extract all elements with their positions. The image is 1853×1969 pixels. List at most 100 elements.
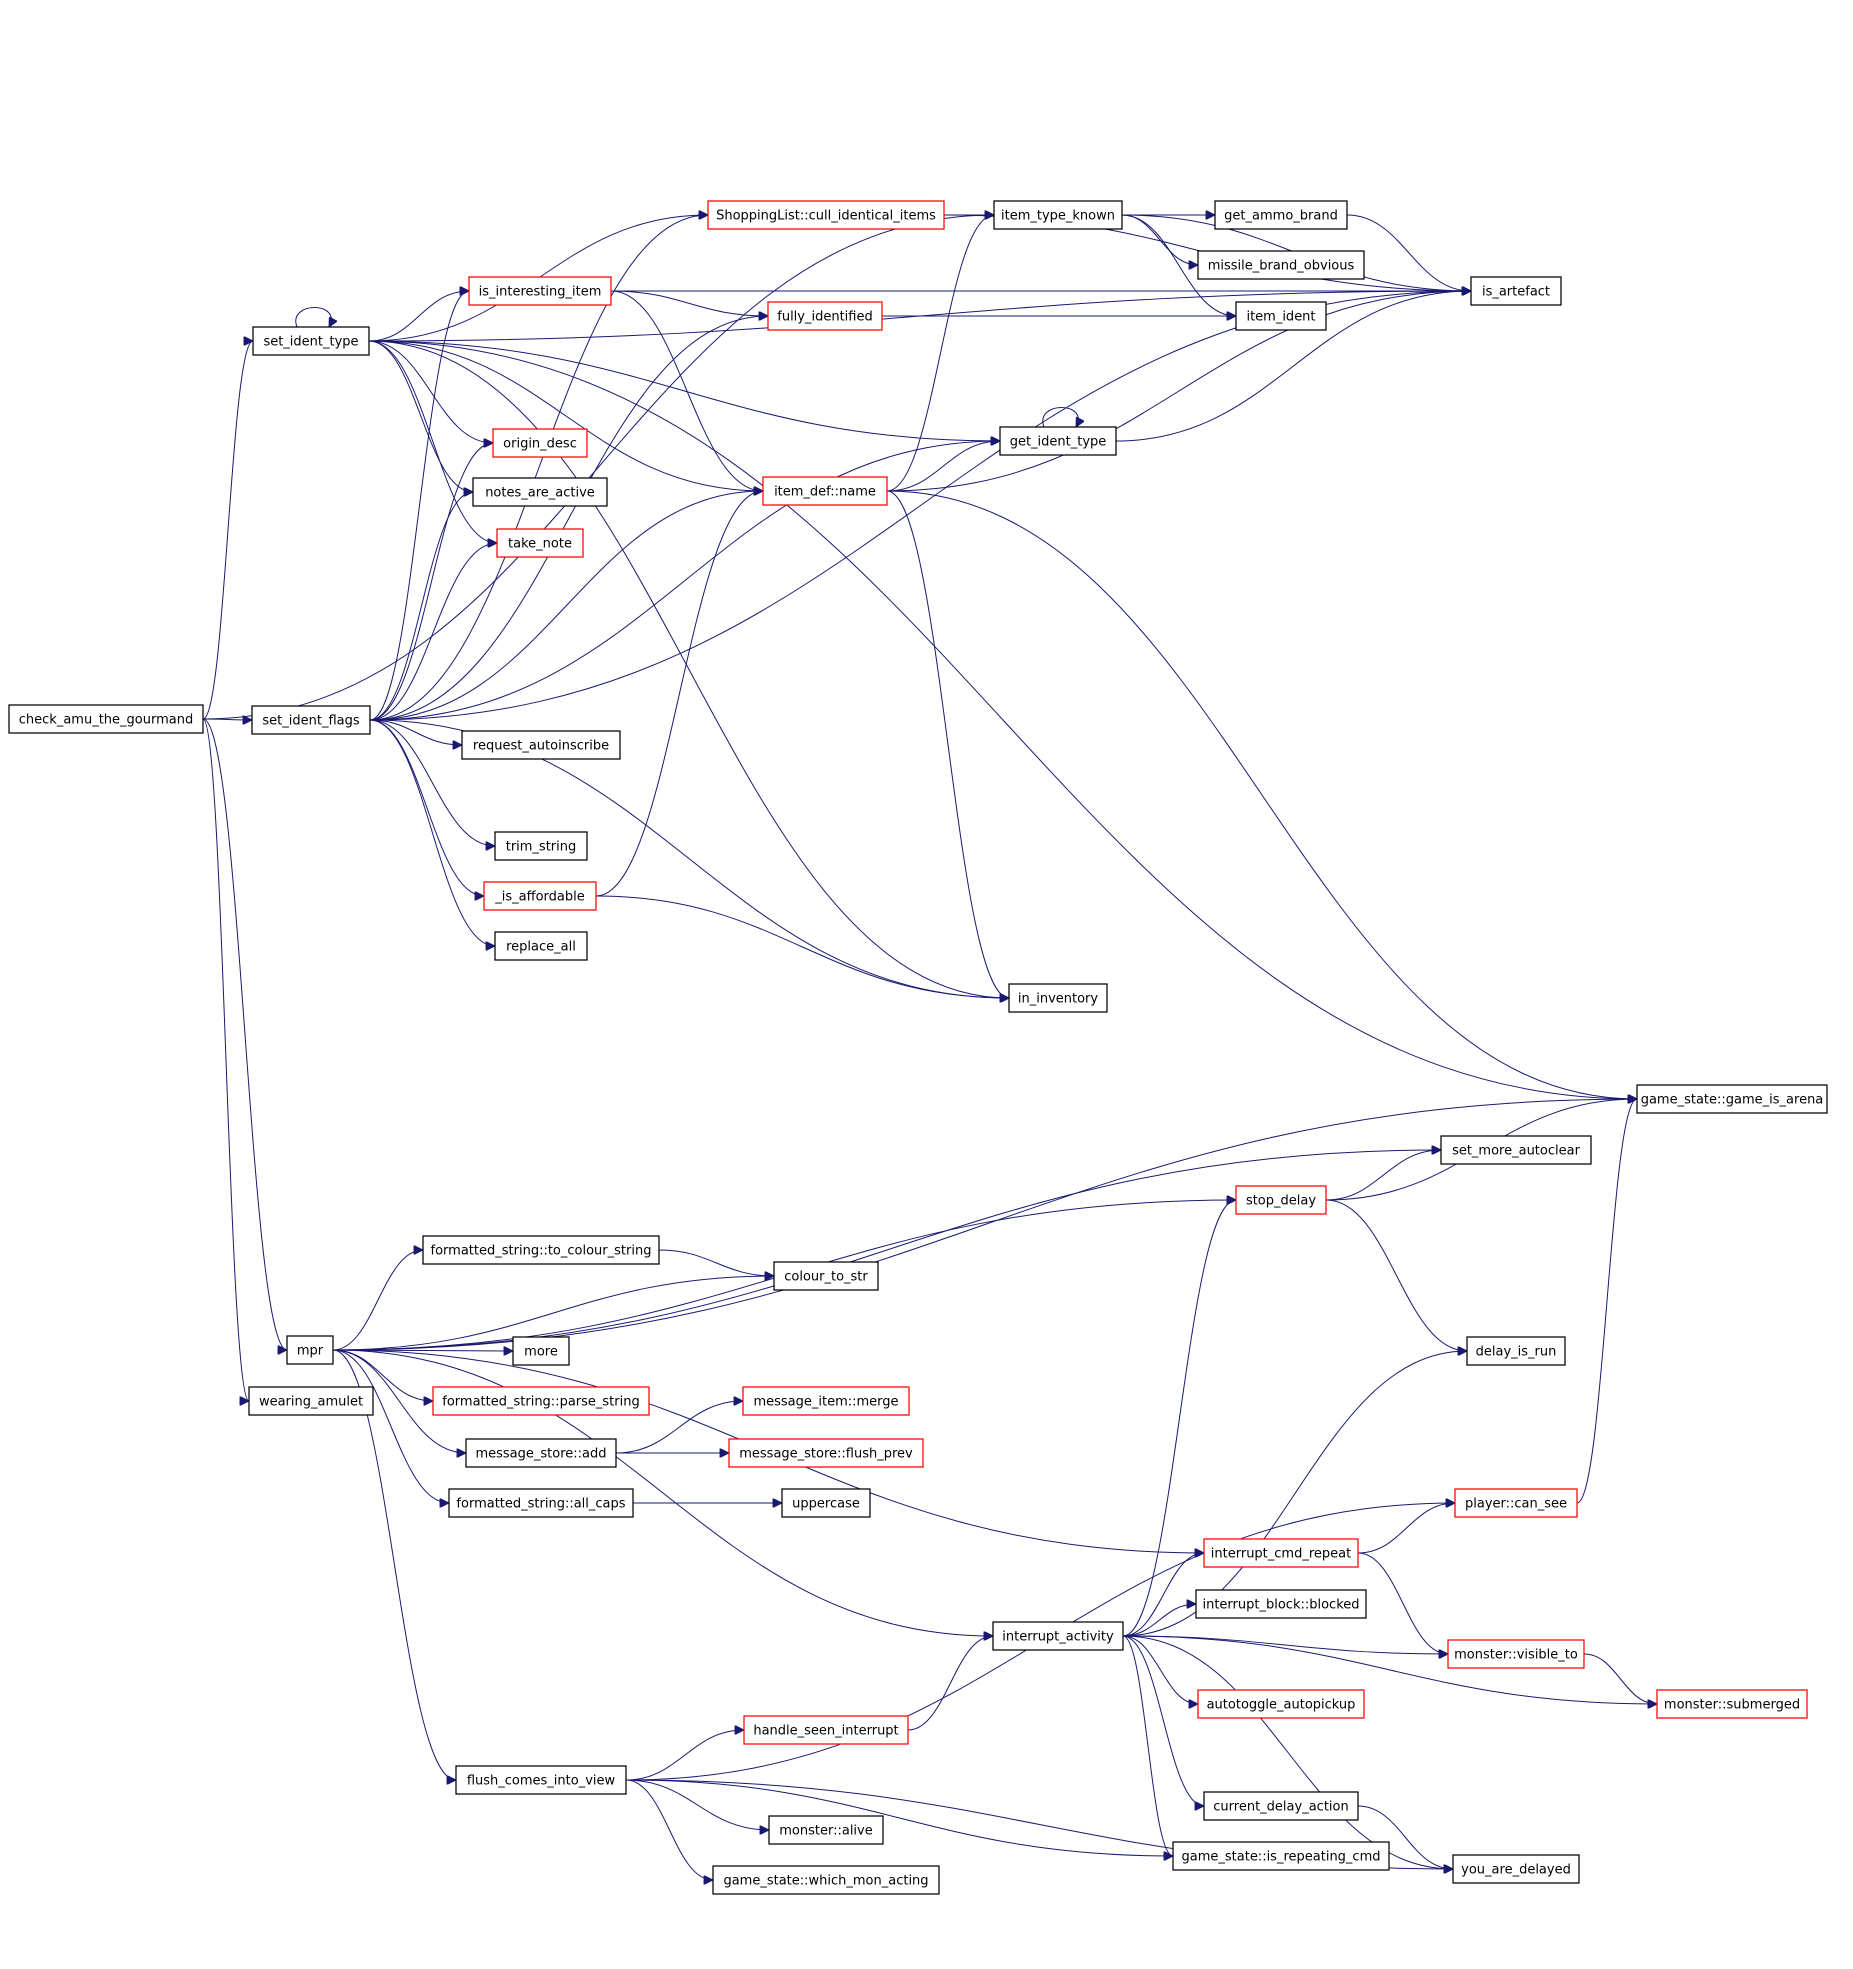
node-box <box>773 1261 879 1291</box>
node-monster-visible-to[interactable]: monster::visible_to <box>1447 1639 1585 1669</box>
node-monster-submerged[interactable]: monster::submerged <box>1656 1689 1808 1719</box>
edge-set-ident-type-to-get-ident-type <box>368 340 1000 441</box>
node-missile-brand-obvious[interactable]: missile_brand_obvious <box>1197 250 1365 280</box>
node-is-artefact[interactable]: is_artefact <box>1470 276 1562 306</box>
edge-item-def-name-to-item-type-known <box>886 215 994 492</box>
edge-interrupt-activity-to-current-delay-action <box>1122 1635 1204 1806</box>
edge-is-affordable-to-item-def-name <box>595 491 763 897</box>
edge-mpr-to-formatted-string-to-colour-string <box>332 1250 423 1351</box>
node-box <box>494 831 588 861</box>
node-label: request_autoinscribe <box>473 739 609 754</box>
node-box <box>1195 1589 1367 1619</box>
node-stop-delay[interactable]: stop_delay <box>1235 1185 1327 1215</box>
node-box <box>1197 250 1365 280</box>
node-label: monster::submerged <box>1664 1698 1800 1713</box>
node-set-more-autoclear[interactable]: set_more_autoclear <box>1440 1135 1592 1165</box>
node-replace-all[interactable]: replace_all <box>494 931 588 961</box>
node-delay-is-run[interactable]: delay_is_run <box>1466 1336 1566 1366</box>
node-shoppinglist-cull-identical-items[interactable]: ShoppingList::cull_identical_items <box>707 200 945 230</box>
edge-monster-visible-to-to-monster-submerged <box>1583 1653 1657 1704</box>
node-game-state-which-mon-acting[interactable]: game_state::which_mon_acting <box>712 1865 940 1895</box>
node-is-interesting-item[interactable]: is_interesting_item <box>468 276 612 306</box>
node-interrupt-block-blocked[interactable]: interrupt_block::blocked <box>1195 1589 1367 1619</box>
node-label: autotoggle_autopickup <box>1207 1698 1356 1713</box>
edge-set-ident-flags-to-notes-are-active <box>369 492 473 721</box>
node-interrupt-cmd-repeat[interactable]: interrupt_cmd_repeat <box>1203 1538 1359 1568</box>
node-take-note[interactable]: take_note <box>496 528 584 558</box>
node-check-amu-the-gourmand[interactable]: check_amu_the_gourmand <box>8 704 204 734</box>
edge-set-ident-type-to-set-ident-type <box>295 307 331 328</box>
node-message-store-flush-prev[interactable]: message_store::flush_prev <box>728 1438 924 1468</box>
node-origin-desc[interactable]: origin_desc <box>492 428 588 458</box>
node-box <box>768 1815 884 1845</box>
node-box <box>448 1488 634 1518</box>
node-label: set_more_autoclear <box>1452 1144 1581 1159</box>
node-label: interrupt_cmd_repeat <box>1211 1547 1351 1562</box>
node-item-def-name[interactable]: item_def::name <box>762 476 888 506</box>
node-player-can-see[interactable]: player::can_see <box>1454 1488 1578 1518</box>
edge-get-ident-type-to-is-artefact <box>1115 291 1471 442</box>
node-message-store-add[interactable]: message_store::add <box>465 1438 617 1468</box>
node-message-item-merge[interactable]: message_item::merge <box>742 1386 910 1416</box>
node-notes-are-active[interactable]: notes_are_active <box>472 477 608 507</box>
node-fully-identified[interactable]: fully_identified <box>767 301 883 331</box>
node-item-type-known[interactable]: item_type_known <box>993 200 1123 230</box>
node-formatted-string-to-colour-string[interactable]: formatted_string::to_colour_string <box>422 1235 660 1265</box>
node-label: missile_brand_obvious <box>1208 259 1355 274</box>
node-you-are-delayed[interactable]: you_are_delayed <box>1452 1854 1580 1884</box>
edge-current-delay-action-to-you-are-delayed <box>1357 1805 1453 1869</box>
node-set-ident-flags[interactable]: set_ident_flags <box>251 705 371 735</box>
node-item-ident[interactable]: item_ident <box>1235 301 1327 331</box>
edge-interrupt-activity-to-you-are-delayed <box>1122 1635 1453 1869</box>
node-handle-seen-interrupt[interactable]: handle_seen_interrupt <box>743 1715 909 1745</box>
node-box <box>492 428 588 458</box>
node-wearing-amulet[interactable]: wearing_amulet <box>248 1386 374 1416</box>
node-box <box>1454 1488 1578 1518</box>
node-label: item_type_known <box>1001 209 1115 224</box>
node-get-ident-type[interactable]: get_ident_type <box>999 426 1117 456</box>
node-box <box>762 476 888 506</box>
node-label: uppercase <box>792 1497 860 1512</box>
node-set-ident-type[interactable]: set_ident_type <box>252 326 370 356</box>
node-monster-alive[interactable]: monster::alive <box>768 1815 884 1845</box>
node-is-affordable[interactable]: _is_affordable <box>483 881 597 911</box>
node-label: is_artefact <box>1482 285 1550 300</box>
node-label: more <box>524 1345 558 1360</box>
node-label: set_ident_flags <box>262 714 359 729</box>
node-request-autoinscribe[interactable]: request_autoinscribe <box>461 730 621 760</box>
edge-interrupt-activity-to-interrupt-cmd-repeat <box>1122 1553 1204 1637</box>
edge-interrupt-activity-to-interrupt-block-blocked <box>1122 1604 1196 1637</box>
node-current-delay-action[interactable]: current_delay_action <box>1203 1791 1359 1821</box>
node-mpr[interactable]: mpr <box>286 1335 334 1365</box>
node-colour-to-str[interactable]: colour_to_str <box>773 1261 879 1291</box>
node-game-state-is-repeating-cmd[interactable]: game_state::is_repeating_cmd <box>1172 1841 1390 1871</box>
node-label: interrupt_activity <box>1002 1630 1114 1645</box>
node-label: formatted_string::parse_string <box>442 1395 639 1410</box>
node-more[interactable]: more <box>512 1336 570 1366</box>
node-label: flush_comes_into_view <box>467 1774 616 1789</box>
node-box <box>1203 1791 1359 1821</box>
node-box <box>472 477 608 507</box>
edge-get-ammo-brand-to-is-artefact <box>1346 214 1471 291</box>
node-autotoggle-autopickup[interactable]: autotoggle_autopickup <box>1197 1689 1365 1719</box>
edge-is-interesting-item-to-item-def-name <box>610 290 763 491</box>
edge-formatted-string-to-colour-string-to-colour-to-str <box>658 1249 774 1276</box>
edge-item-type-known-to-missile-brand-obvious <box>1121 214 1198 265</box>
edge-item-def-name-to-is-artefact <box>886 291 1471 492</box>
node-trim-string[interactable]: trim_string <box>494 831 588 861</box>
node-interrupt-activity[interactable]: interrupt_activity <box>992 1621 1124 1651</box>
edge-set-ident-flags-to-shoppinglist-cull-identical-items <box>369 215 708 721</box>
node-flush-comes-into-view[interactable]: flush_comes_into_view <box>455 1765 627 1795</box>
node-label: is_interesting_item <box>479 285 602 300</box>
node-game-state-game-is-arena[interactable]: game_state::game_is_arena <box>1636 1084 1828 1114</box>
node-in-inventory[interactable]: in_inventory <box>1008 983 1108 1013</box>
node-label: game_state::game_is_arena <box>1641 1093 1824 1108</box>
edge-check-amu-the-gourmand-to-mpr <box>202 718 287 1350</box>
node-label: colour_to_str <box>784 1270 868 1285</box>
node-formatted-string-parse-string[interactable]: formatted_string::parse_string <box>432 1386 650 1416</box>
node-formatted-string-all-caps[interactable]: formatted_string::all_caps <box>448 1488 634 1518</box>
node-box <box>742 1386 910 1416</box>
node-box <box>712 1865 940 1895</box>
node-get-ammo-brand[interactable]: get_ammo_brand <box>1214 200 1348 230</box>
node-uppercase[interactable]: uppercase <box>781 1488 871 1518</box>
